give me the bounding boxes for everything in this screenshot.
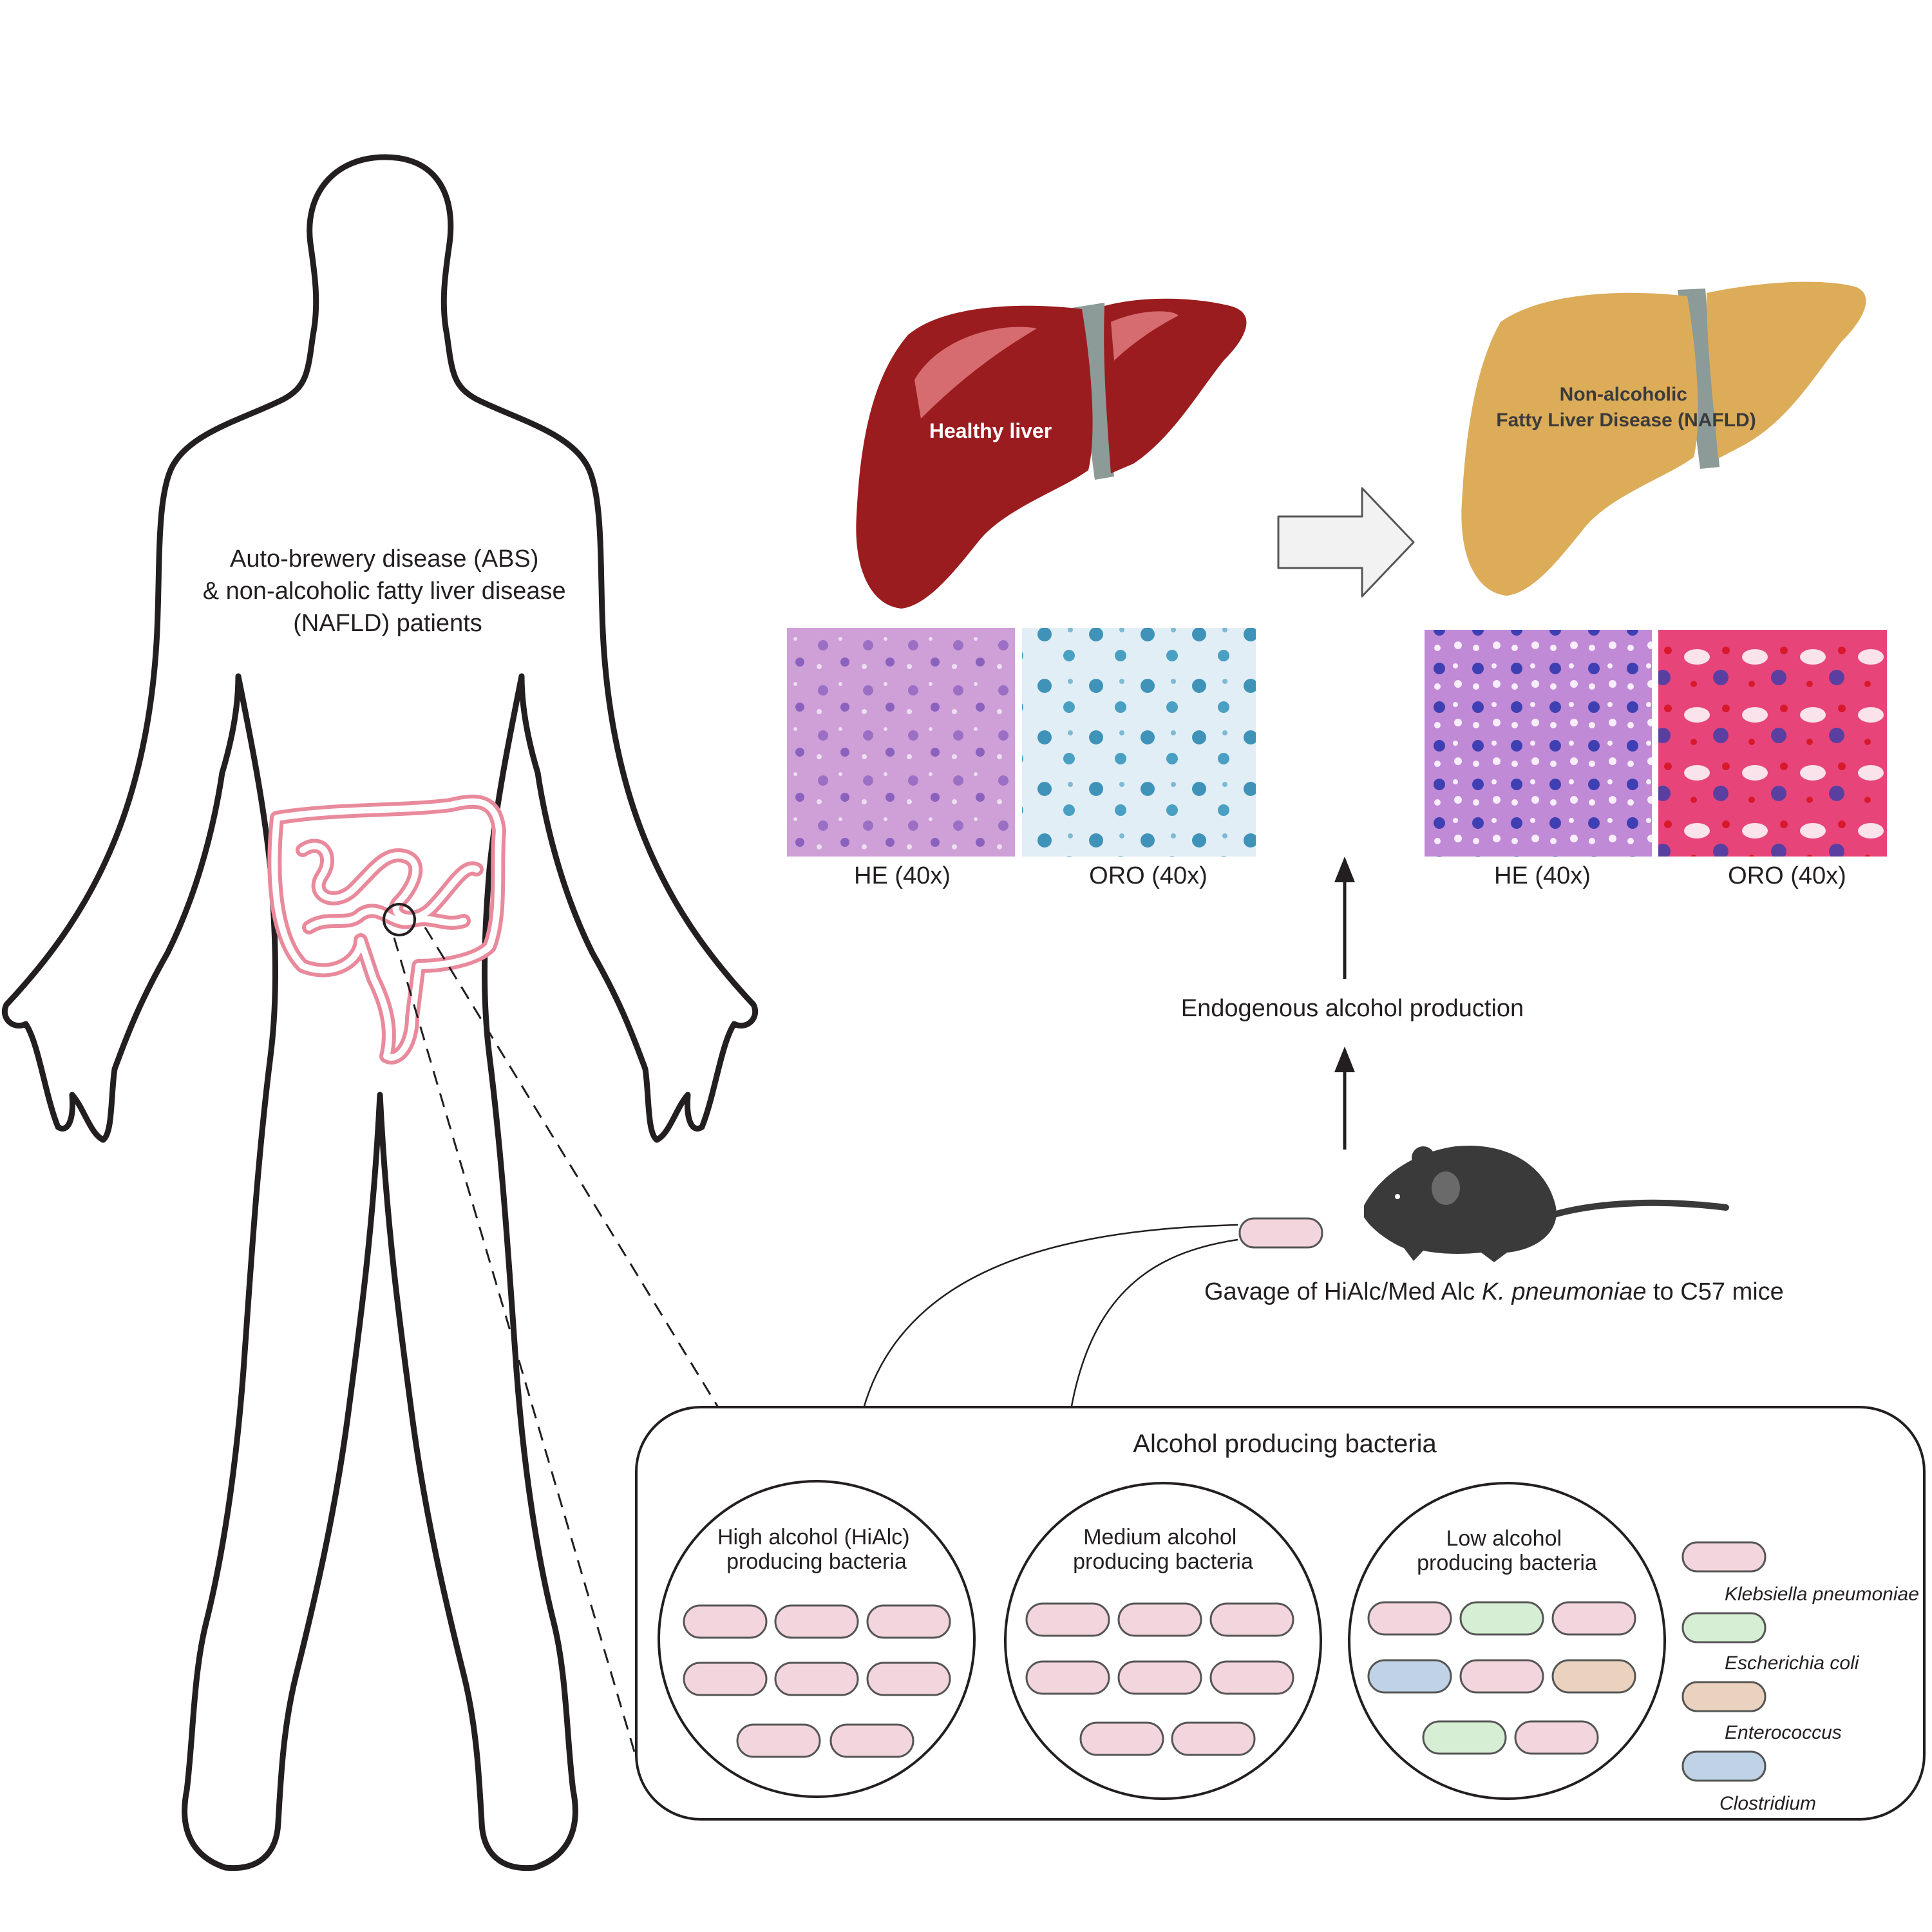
- patients-label-line1: Auto-brewery disease (ABS): [230, 545, 538, 573]
- mouse-ear-back: [1412, 1146, 1435, 1170]
- patients-label-line2: & non-alcoholic fatty liver disease: [203, 578, 566, 605]
- nafld-oro-label: ORO (40x): [1728, 862, 1846, 889]
- healthy-he-image: [787, 628, 1015, 857]
- group-medalc: Medium alcohol producing bacteria: [1004, 1482, 1322, 1800]
- bacterium-enterococcus: [1551, 1659, 1636, 1694]
- gavage-label-suffix: to C57 mice: [1647, 1278, 1784, 1305]
- bacterium-klebsiella: [1025, 1602, 1110, 1637]
- nafld-he-image: [1425, 630, 1652, 857]
- nafld-liver-shape: [1461, 281, 1866, 596]
- legend-label-klebsiella: Klebsiella pneumoniae: [1725, 1584, 1919, 1605]
- legend-label-enterococcus: Enterococcus: [1725, 1722, 1842, 1743]
- bacterium-klebsiella: [1117, 1602, 1202, 1637]
- group-hialc-title-line1: High alcohol (HiAlc): [717, 1525, 910, 1549]
- group-lowalc-title-line1: Low alcohol: [1446, 1526, 1562, 1551]
- bacterium-klebsiella: [866, 1604, 951, 1639]
- mouse-tail: [1542, 1199, 1729, 1220]
- patients-label: Auto-brewery disease (ABS) & non-alcohol…: [203, 545, 573, 637]
- hialc-bacteria: [683, 1604, 951, 1758]
- legend-swatch-clostridium: [1681, 1750, 1766, 1782]
- bacterium-klebsiella: [1025, 1660, 1110, 1695]
- gavage-label: Gavage of HiAlc/Med Alc K. pneumoniae to…: [1204, 1278, 1784, 1305]
- healthy-he-label: HE (40x): [854, 862, 951, 889]
- bacterium-klebsiella: [1551, 1601, 1636, 1636]
- group-lowalc-circle: [1348, 1482, 1666, 1800]
- bacterium-klebsiella: [1459, 1659, 1544, 1694]
- endogenous-label: Endogenous alcohol production: [1181, 995, 1524, 1022]
- bacterium-ecoli: [1422, 1720, 1507, 1755]
- healthy-liver-shape: [856, 298, 1247, 609]
- patients-label-line3: (NAFLD) patients: [293, 610, 482, 637]
- bacterium-klebsiella: [1079, 1721, 1164, 1756]
- nafld-he-label: HE (40x): [1494, 862, 1591, 889]
- healthy-liver-label: Healthy liver: [929, 419, 1052, 442]
- bacterium-klebsiella: [1117, 1660, 1202, 1695]
- arrow-up-lower-head: [1334, 1046, 1355, 1072]
- healthy-liver-highlight-2: [1111, 311, 1179, 361]
- bacterium-klebsiella: [774, 1662, 859, 1696]
- nafld-liver-label: Non-alcoholic Fatty Liver Disease (NAFLD…: [1496, 384, 1756, 431]
- bacterium-clostridium: [1367, 1659, 1452, 1694]
- nafld-oro-image: [1658, 630, 1887, 857]
- connector-hialc: [852, 1224, 1238, 1482]
- healthy-liver-highlight: [914, 327, 1037, 419]
- bacterium-klebsiella: [829, 1723, 914, 1758]
- bacterium-klebsiella: [1209, 1660, 1294, 1695]
- bacteria-box-title: Alcohol producing bacteria: [1133, 1430, 1437, 1458]
- group-medalc-circle: [1004, 1482, 1322, 1800]
- progression-arrow: [1277, 487, 1415, 598]
- nafld-liver-label-line2: Fatty Liver Disease (NAFLD): [1496, 410, 1756, 431]
- zoom-line-lower: [393, 937, 636, 1752]
- bacterium-ecoli: [1459, 1601, 1544, 1636]
- legend-label-ecoli: Escherichia coli: [1725, 1653, 1860, 1674]
- bacterium-klebsiella: [1514, 1720, 1599, 1755]
- group-hialc-circle: [658, 1480, 976, 1798]
- group-medalc-title: Medium alcohol producing bacteria: [1073, 1525, 1253, 1574]
- healthy-oro-label: ORO (40x): [1089, 862, 1208, 889]
- zoom-circle: [383, 903, 416, 936]
- human-body-outline: [1, 154, 759, 1871]
- group-lowalc-title: Low alcohol producing bacteria: [1417, 1526, 1597, 1575]
- bacterium-klebsiella: [683, 1662, 768, 1696]
- legend-label-clostridium: Clostridium: [1719, 1793, 1816, 1814]
- zoom-line-upper: [424, 927, 719, 1408]
- bacterium-klebsiella: [736, 1723, 821, 1758]
- nafld-liver: Non-alcoholic Fatty Liver Disease (NAFLD…: [1461, 281, 1866, 596]
- mouse-body: [1364, 1145, 1557, 1262]
- group-medalc-title-line2: producing bacteria: [1073, 1549, 1253, 1574]
- arrow-up-upper-head: [1334, 857, 1355, 882]
- legend-swatch-klebsiella: [1681, 1541, 1766, 1573]
- group-medalc-title-line1: Medium alcohol: [1083, 1525, 1236, 1549]
- legend-swatch-enterococcus: [1681, 1681, 1766, 1712]
- group-hialc-title: High alcohol (HiAlc) producing bacteria: [717, 1525, 916, 1574]
- bacterium-klebsiella: [1171, 1721, 1256, 1756]
- gavage-bacterium: [1238, 1217, 1323, 1249]
- healthy-oro-image: [1022, 628, 1256, 857]
- bacterium-klebsiella: [774, 1604, 859, 1639]
- lowalc-bacteria: [1367, 1601, 1636, 1755]
- gavage-label-species: K. pneumoniae: [1482, 1278, 1647, 1305]
- group-lowalc-title-line2: producing bacteria: [1417, 1551, 1597, 1575]
- gavage-label-prefix: Gavage of HiAlc/Med Alc: [1204, 1278, 1482, 1305]
- group-lowalc: Low alcohol producing bacteria: [1348, 1482, 1666, 1800]
- bacterium-klebsiella: [1367, 1601, 1452, 1636]
- mouse-eye: [1395, 1194, 1400, 1199]
- bacterium-klebsiella: [683, 1604, 768, 1639]
- healthy-liver: Healthy liver: [856, 298, 1247, 609]
- bacterium-klebsiella: [866, 1662, 951, 1696]
- group-hialc: High alcohol (HiAlc) producing bacteria: [658, 1480, 976, 1798]
- legend: Klebsiella pneumoniae Escherichia coli E…: [1681, 1541, 1919, 1814]
- mouse-illustration: [1364, 1145, 1729, 1262]
- nafld-liver-label-line1: Non-alcoholic: [1560, 384, 1687, 405]
- bacterium-klebsiella: [1209, 1602, 1294, 1637]
- legend-swatch-ecoli: [1681, 1612, 1766, 1643]
- mouse-ear: [1432, 1171, 1460, 1205]
- medalc-bacteria: [1025, 1602, 1294, 1756]
- group-hialc-title-line2: producing bacteria: [726, 1549, 907, 1574]
